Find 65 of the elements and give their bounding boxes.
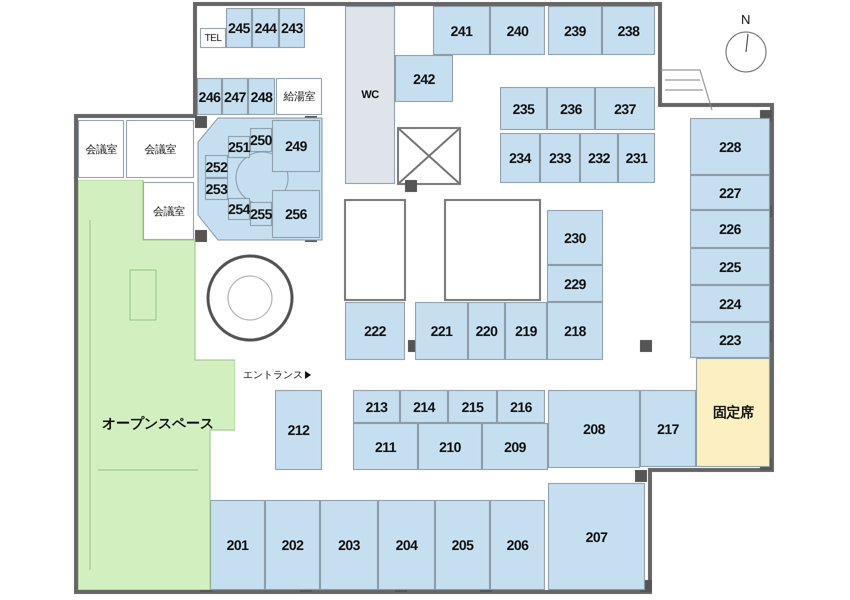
office-room: 201 xyxy=(210,500,265,590)
office-room: 216 xyxy=(497,390,545,423)
office-room: 241 xyxy=(433,6,490,55)
office-room: 233 xyxy=(540,133,580,183)
toilet-area: WC xyxy=(345,6,395,184)
office-room: 251 xyxy=(228,136,250,158)
office-room: 227 xyxy=(690,175,770,210)
office-room: 253 xyxy=(205,178,228,200)
office-room: 214 xyxy=(400,390,448,423)
fixed-seat-area: 固定席 xyxy=(696,358,770,467)
office-room: 203 xyxy=(320,500,378,590)
office-room: 228 xyxy=(690,118,770,175)
office-room: 204 xyxy=(378,500,435,590)
office-room: 240 xyxy=(490,6,545,55)
office-room: 250 xyxy=(250,128,272,152)
office-room: 229 xyxy=(547,265,603,302)
office-room: 231 xyxy=(618,133,655,183)
meeting-room: 会議室 xyxy=(78,120,124,178)
office-room: 255 xyxy=(250,202,272,226)
meeting-room: 会議室 xyxy=(143,182,194,240)
office-room: 225 xyxy=(690,248,770,285)
office-room: 206 xyxy=(490,500,545,590)
office-room: 246 xyxy=(197,78,222,115)
office-room: 217 xyxy=(640,390,696,467)
office-room: 244 xyxy=(252,8,279,48)
office-room: 234 xyxy=(500,133,540,183)
office-room: 243 xyxy=(279,8,305,48)
office-room: 222 xyxy=(345,302,405,360)
office-room: 256 xyxy=(272,190,320,238)
office-room: 213 xyxy=(353,390,400,423)
office-room: 230 xyxy=(547,210,603,265)
office-room: 212 xyxy=(275,390,322,470)
meeting-room: 会議室 xyxy=(126,120,194,178)
office-room: 210 xyxy=(418,423,482,470)
north-label: N xyxy=(741,12,750,27)
kitchenette: 給湯室 xyxy=(276,78,322,115)
office-room: 252 xyxy=(205,155,228,178)
office-room: 247 xyxy=(222,78,248,115)
phone-booth: TEL xyxy=(200,28,226,48)
office-room: 239 xyxy=(548,6,602,55)
office-room: 249 xyxy=(272,120,320,172)
office-room: 207 xyxy=(548,483,645,590)
office-room: 220 xyxy=(468,302,505,360)
office-room: 219 xyxy=(505,302,547,360)
office-room: 242 xyxy=(395,55,453,102)
office-room: 237 xyxy=(595,87,655,130)
office-room: 254 xyxy=(228,198,250,220)
office-room: 248 xyxy=(248,78,275,115)
office-room: 245 xyxy=(226,8,252,48)
office-room: 226 xyxy=(690,210,770,248)
office-room: 208 xyxy=(548,390,640,468)
office-room: 209 xyxy=(482,423,548,470)
office-room: 218 xyxy=(547,302,603,360)
office-room: 236 xyxy=(547,87,595,130)
office-room: 211 xyxy=(353,423,418,470)
office-room: 238 xyxy=(602,6,655,55)
office-room: 202 xyxy=(265,500,320,590)
office-room: 232 xyxy=(580,133,618,183)
office-room: 223 xyxy=(690,322,770,358)
office-room: 224 xyxy=(690,285,770,322)
entrance-label: エントランス xyxy=(243,369,303,382)
office-room: 235 xyxy=(500,87,547,130)
office-room: 205 xyxy=(435,500,490,590)
office-room: 221 xyxy=(415,302,468,360)
office-room: 215 xyxy=(448,390,497,423)
